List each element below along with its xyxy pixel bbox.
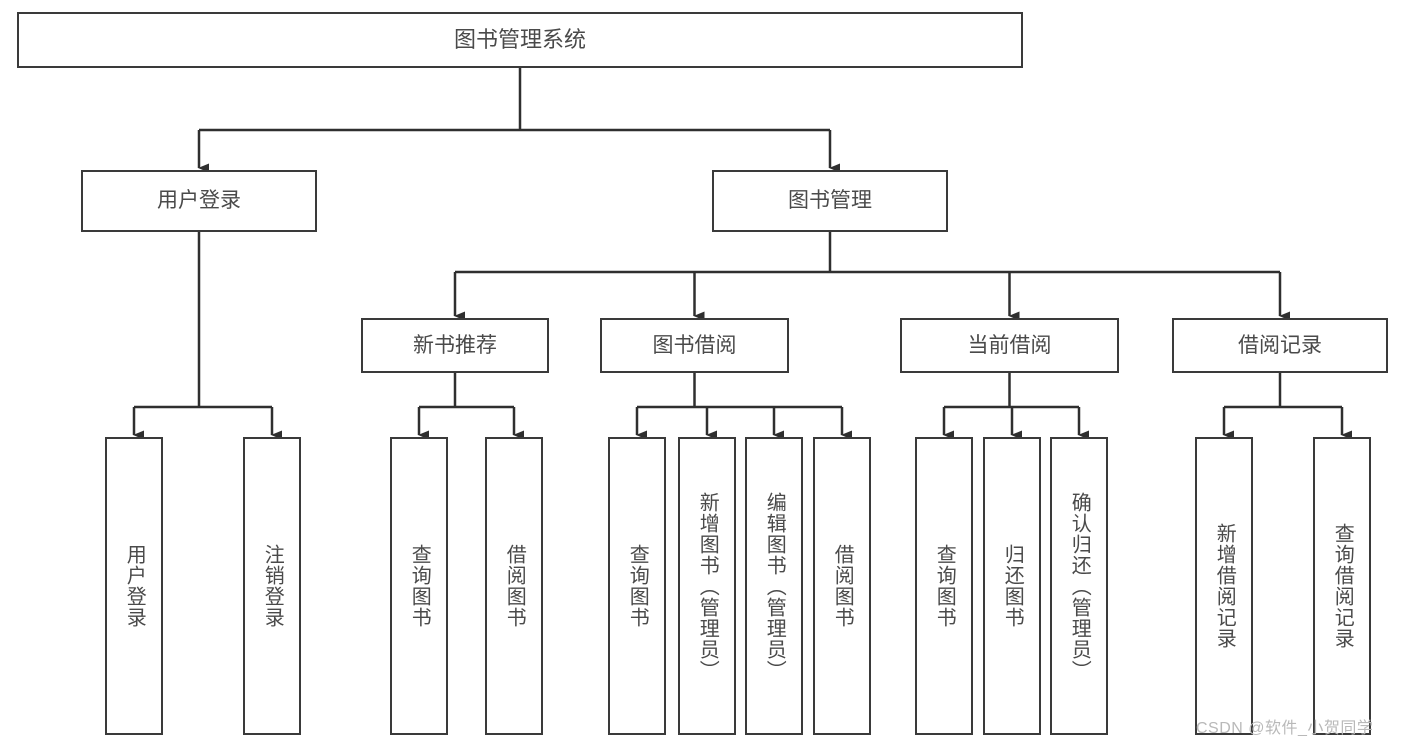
node-l-return[interactable]: 归还图书 xyxy=(983,437,1041,735)
node-l-add[interactable]: 新增图书（管理员） xyxy=(678,437,736,735)
node-label: 编辑图书（管理员） xyxy=(763,491,786,681)
node-label: 借阅图书 xyxy=(503,544,526,628)
node-label: 新增图书（管理员） xyxy=(696,491,719,681)
node-l-q2[interactable]: 查询图书 xyxy=(608,437,666,735)
node-l-b2[interactable]: 借阅图书 xyxy=(813,437,871,735)
node-l-q1[interactable]: 查询图书 xyxy=(390,437,448,735)
node-bookmgmt[interactable]: 图书管理 xyxy=(712,170,948,232)
node-l-b1[interactable]: 借阅图书 xyxy=(485,437,543,735)
node-label: 用户登录 xyxy=(157,189,241,213)
node-records[interactable]: 借阅记录 xyxy=(1172,318,1388,373)
node-label: 归还图书 xyxy=(1001,544,1024,628)
node-label: 新书推荐 xyxy=(413,333,497,357)
node-label: 查询图书 xyxy=(408,544,431,628)
node-l-login[interactable]: 用户登录 xyxy=(105,437,163,735)
node-l-confirm[interactable]: 确认归还（管理员） xyxy=(1050,437,1108,735)
node-label: 借阅图书 xyxy=(831,544,854,628)
node-label: 图书管理 xyxy=(788,189,872,213)
node-label: 借阅记录 xyxy=(1238,333,1322,357)
node-label: 查询图书 xyxy=(626,544,649,628)
node-l-edit[interactable]: 编辑图书（管理员） xyxy=(745,437,803,735)
node-root[interactable]: 图书管理系统 xyxy=(17,12,1023,68)
node-label: 注销登录 xyxy=(261,544,284,628)
node-login[interactable]: 用户登录 xyxy=(81,170,317,232)
node-l-q3[interactable]: 查询图书 xyxy=(915,437,973,735)
node-l-logout[interactable]: 注销登录 xyxy=(243,437,301,735)
node-borrow[interactable]: 图书借阅 xyxy=(600,318,789,373)
node-l-addrec[interactable]: 新增借阅记录 xyxy=(1195,437,1253,735)
node-label: 当前借阅 xyxy=(967,333,1052,357)
node-current[interactable]: 当前借阅 xyxy=(900,318,1119,373)
node-label: 查询图书 xyxy=(933,544,956,628)
node-label: 新增借阅记录 xyxy=(1213,523,1236,649)
node-label: 确认归还（管理员） xyxy=(1068,491,1091,681)
node-label: 用户登录 xyxy=(123,544,146,628)
tree-connectors xyxy=(132,68,1352,440)
watermark: CSDN @软件_小贺同学 xyxy=(1196,720,1374,737)
node-label: 查询借阅记录 xyxy=(1331,523,1354,649)
node-label: 图书借阅 xyxy=(652,333,737,357)
node-label: 图书管理系统 xyxy=(453,26,586,52)
node-l-qrec[interactable]: 查询借阅记录 xyxy=(1313,437,1371,735)
node-newbook[interactable]: 新书推荐 xyxy=(361,318,549,373)
